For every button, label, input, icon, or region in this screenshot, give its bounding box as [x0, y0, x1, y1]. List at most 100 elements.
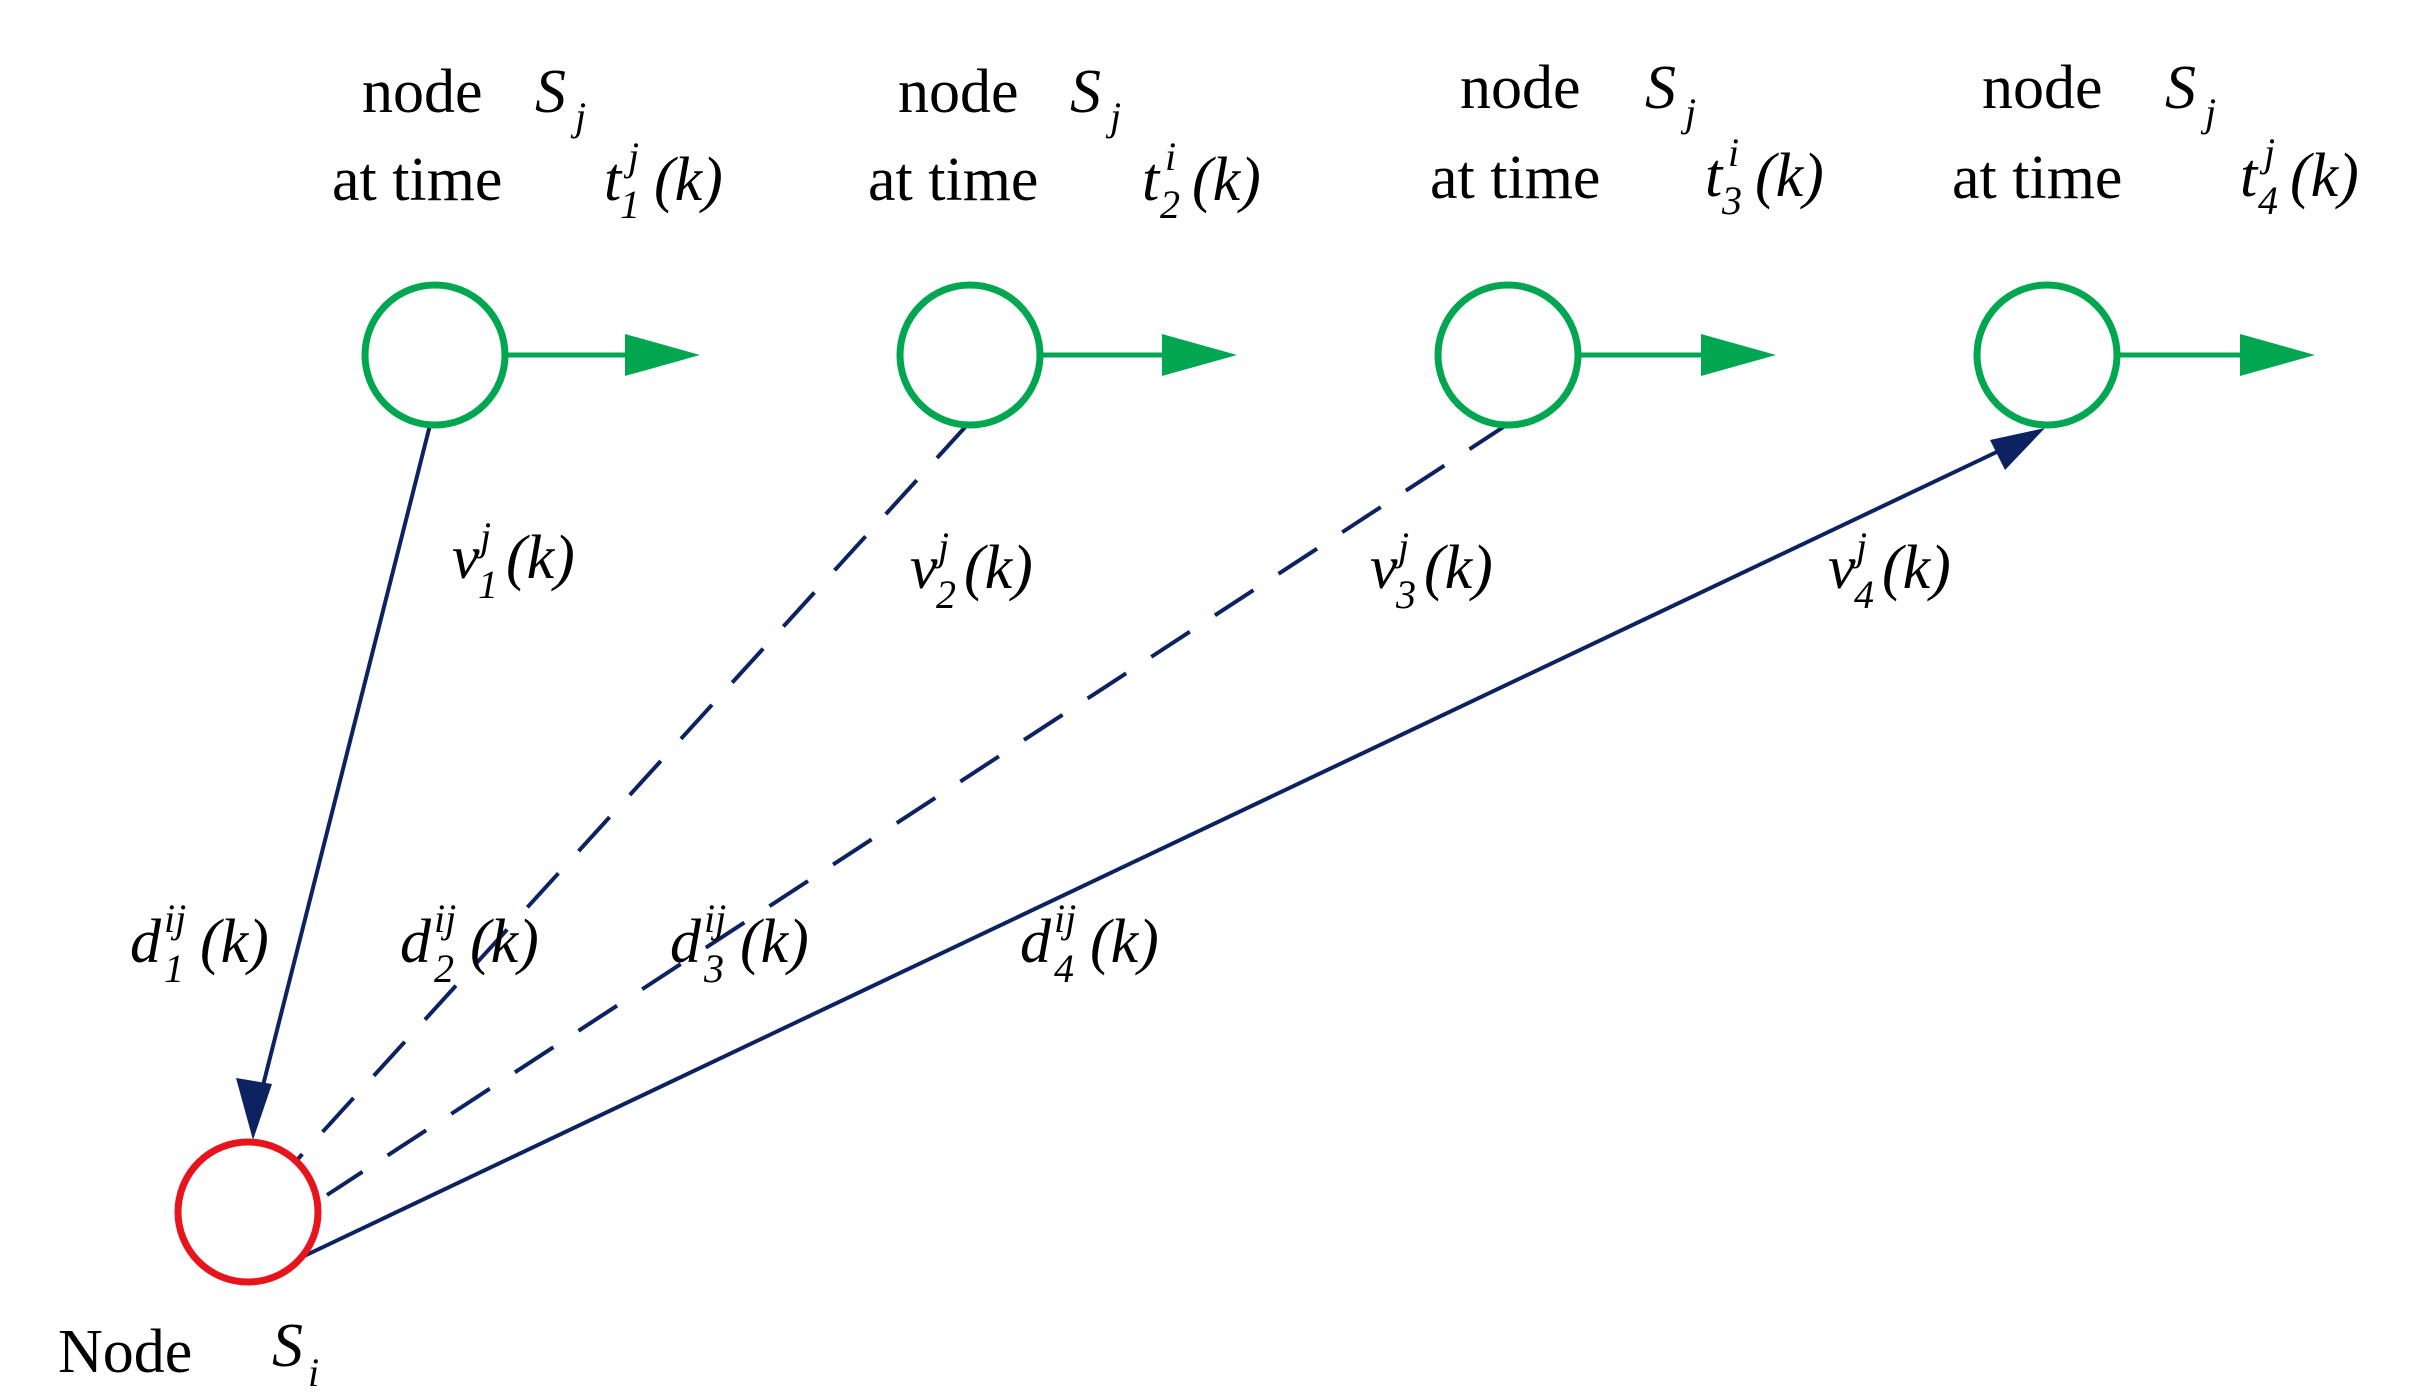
velocity-label-2: v j 2 (k) — [910, 524, 1033, 617]
velocity-symbol: v — [1828, 534, 1856, 602]
time-superscript: i — [1165, 134, 1176, 179]
velocity-superscript: j — [933, 524, 949, 569]
distance-argument: (k) — [200, 908, 269, 976]
link-4-solid-arrow — [299, 438, 2023, 1260]
time-subscript: 1 — [620, 182, 640, 227]
distance-symbol: d — [1020, 908, 1052, 976]
neighbor-node-2-circle — [896, 281, 1044, 429]
time-superscript: i — [1728, 130, 1739, 175]
distance-superscript: ij — [434, 896, 456, 941]
velocity-label-3: v j 3 (k) — [1370, 524, 1493, 617]
neighbor-node-4-circle — [1973, 281, 2121, 429]
distance-label-4: d ij 4 (k) — [1020, 896, 1159, 991]
velocity-subscript: 2 — [936, 572, 956, 617]
time-argument: (k) — [1755, 142, 1824, 210]
distance-superscript: ij — [164, 896, 186, 941]
link-2-dashed — [295, 422, 970, 1162]
distance-argument: (k) — [1090, 908, 1159, 976]
distance-symbol: d — [130, 908, 162, 976]
at-time-word: at time — [868, 146, 1038, 214]
time-superscript: j — [2259, 130, 2275, 175]
velocity-symbol: v — [452, 524, 480, 592]
time-symbol: t — [1142, 146, 1161, 214]
velocity-label-1: v j 1 (k) — [452, 514, 575, 607]
distance-argument: (k) — [740, 908, 809, 976]
time-argument: (k) — [654, 146, 723, 214]
distance-superscript: ij — [704, 896, 726, 941]
velocity-label-4: v j 4 (k) — [1828, 524, 1951, 617]
time-subscript: 3 — [1721, 178, 1742, 223]
distance-subscript: 3 — [703, 946, 724, 991]
node-subscript: j — [1105, 94, 1121, 139]
node-subscript: j — [2200, 90, 2216, 135]
link-1-arrowhead — [236, 1078, 272, 1140]
neighbor-node-4 — [1973, 281, 2315, 429]
distance-argument: (k) — [470, 908, 539, 976]
local-node-label: Node S i — [58, 1312, 319, 1395]
neighbor-node-4-label: node S j at time t j 4 (k) — [1952, 54, 2359, 223]
time-argument: (k) — [1192, 146, 1261, 214]
velocity-subscript: 1 — [478, 562, 498, 607]
neighbor-node-3-motion-arrowhead — [1701, 334, 1776, 376]
distance-label-3: d ij 3 (k) — [670, 896, 809, 991]
at-time-word: at time — [1952, 144, 2122, 212]
distance-label-2: d ij 2 (k) — [400, 896, 539, 991]
distance-subscript: 1 — [164, 946, 184, 991]
distance-symbol: d — [400, 908, 432, 976]
time-subscript: 4 — [2258, 178, 2278, 223]
distance-subscript: 2 — [434, 946, 454, 991]
time-symbol: t — [2240, 142, 2259, 210]
time-superscript: j — [623, 134, 639, 179]
time-symbol: t — [1705, 142, 1724, 210]
velocity-symbol: v — [910, 534, 938, 602]
velocity-subscript: 4 — [1854, 572, 1874, 617]
velocity-argument: (k) — [1882, 534, 1951, 602]
velocity-argument: (k) — [964, 534, 1033, 602]
time-subscript: 2 — [1160, 182, 1180, 227]
neighbor-node-3-circle — [1434, 281, 1582, 429]
node-word: node — [1982, 54, 2103, 122]
local-node-word: Node — [58, 1318, 192, 1386]
link-1-solid-arrow — [251, 424, 432, 1126]
node-symbol: S — [535, 58, 566, 126]
distance-subscript: 4 — [1054, 946, 1074, 991]
distance-label-1: d ij 1 (k) — [130, 896, 269, 991]
velocity-superscript: j — [1851, 524, 1867, 569]
time-symbol: t — [604, 146, 623, 214]
neighbor-node-3 — [1434, 281, 1776, 429]
node-word: node — [1460, 54, 1581, 122]
node-word: node — [362, 58, 483, 126]
node-symbol: S — [1070, 58, 1101, 126]
neighbor-node-1-motion-arrowhead — [625, 334, 700, 376]
local-node-circle — [174, 1138, 322, 1286]
velocity-superscript: j — [475, 514, 491, 559]
velocity-argument: (k) — [1424, 534, 1493, 602]
neighbor-node-1-circle — [361, 281, 509, 429]
distance-symbol: d — [670, 908, 702, 976]
velocity-subscript: 3 — [1395, 572, 1416, 617]
node-subscript: j — [1680, 90, 1696, 135]
distance-superscript: ij — [1054, 896, 1076, 941]
neighbor-node-4-motion-arrowhead — [2240, 334, 2315, 376]
link-4-arrowhead — [1990, 428, 2045, 470]
node-symbol: S — [2165, 54, 2196, 122]
neighbor-node-2-label: node S j at time t i 2 (k) — [868, 58, 1261, 227]
time-argument: (k) — [2290, 142, 2359, 210]
at-time-word: at time — [332, 146, 502, 214]
neighbor-node-1 — [361, 281, 700, 429]
link-3-dashed — [325, 422, 1510, 1197]
velocity-symbol: v — [1370, 534, 1398, 602]
velocity-argument: (k) — [506, 524, 575, 592]
local-node-subscript: i — [308, 1350, 319, 1395]
at-time-word: at time — [1430, 144, 1600, 212]
node-subscript: j — [570, 94, 586, 139]
node-symbol: S — [1645, 54, 1676, 122]
neighbor-node-3-label: node S j at time t i 3 (k) — [1430, 54, 1824, 223]
neighbor-node-2-motion-arrowhead — [1162, 334, 1237, 376]
neighbor-node-1-label: node S j at time t j 1 (k) — [332, 58, 723, 227]
local-node-symbol: S — [272, 1312, 303, 1380]
velocity-superscript: j — [1393, 524, 1409, 569]
node-word: node — [898, 58, 1019, 126]
neighbor-node-2 — [896, 281, 1237, 429]
